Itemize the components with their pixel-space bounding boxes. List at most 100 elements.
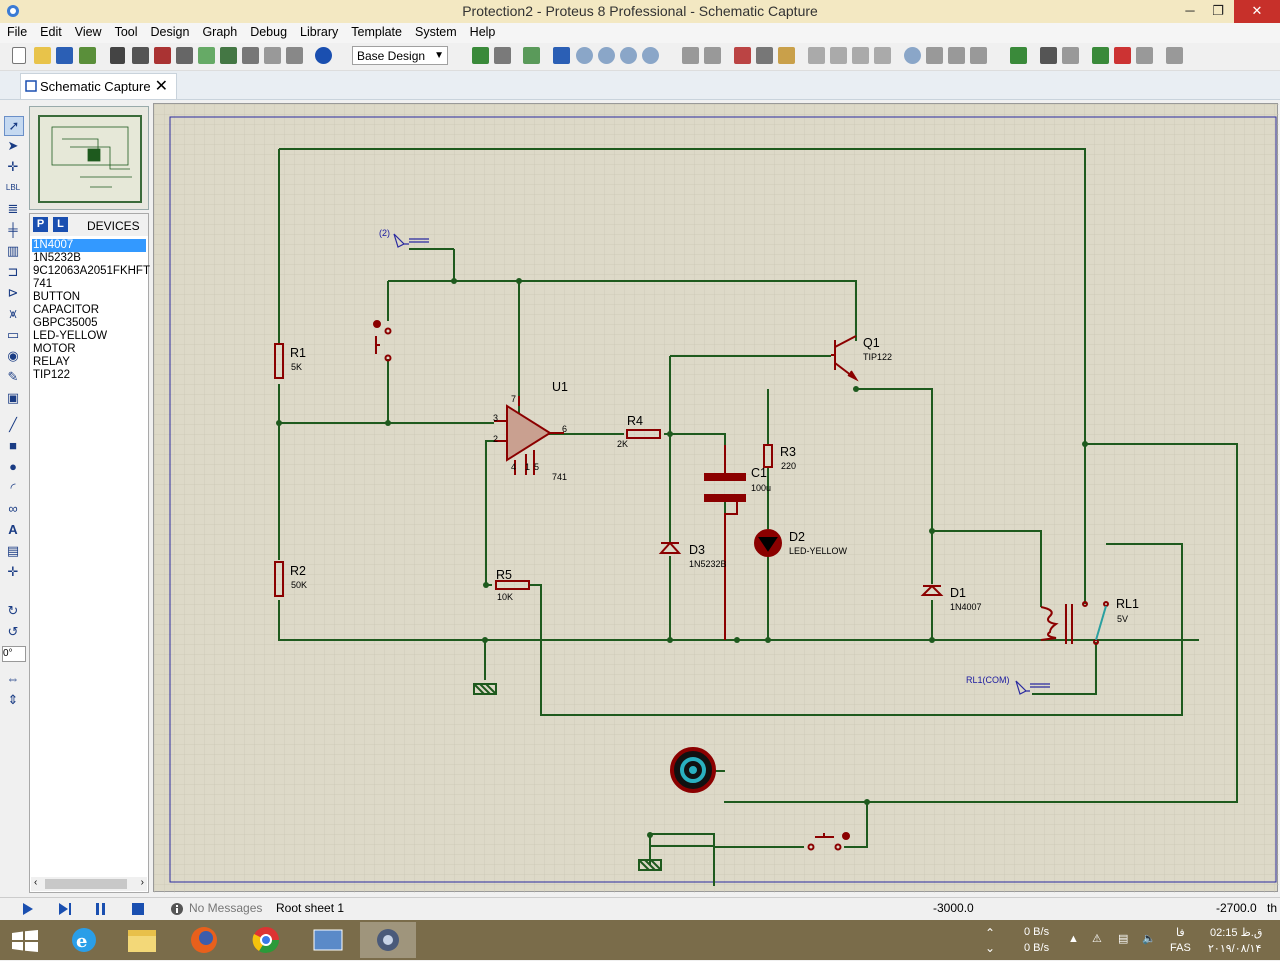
resistor-r4[interactable] bbox=[626, 429, 661, 439]
stop-icon[interactable] bbox=[131, 902, 145, 916]
device-item[interactable]: GBPC35005 bbox=[33, 317, 98, 329]
pushbutton-bottom[interactable] bbox=[807, 832, 850, 851]
scroll-right-icon[interactable]: › bbox=[140, 877, 144, 888]
tape-recorder-icon[interactable]: ▭ bbox=[6, 327, 20, 342]
resistor-r1[interactable] bbox=[274, 343, 284, 379]
property-assignment-icon[interactable] bbox=[1062, 47, 1079, 64]
network-warning-icon[interactable]: ⚠ bbox=[1092, 933, 1102, 945]
text-script-icon[interactable]: ≣ bbox=[7, 201, 19, 216]
clock-time[interactable]: 02:15 ق.ظ bbox=[1210, 927, 1263, 939]
schematic-canvas[interactable]: R1 5K R2 50K U1 741 7 3 2 6 4 1 5 R4 2K … bbox=[153, 103, 1279, 893]
arc-icon[interactable]: ◜ bbox=[10, 480, 16, 495]
taskbar-chrome[interactable] bbox=[238, 922, 294, 958]
junction-dot-icon[interactable]: ✛ bbox=[7, 159, 19, 174]
menu-graph[interactable]: Graph bbox=[202, 25, 238, 39]
resistor-r2[interactable] bbox=[274, 561, 284, 597]
zoom-out-icon[interactable] bbox=[598, 47, 615, 64]
text-icon[interactable]: A bbox=[8, 522, 18, 537]
device-item[interactable]: LED-YELLOW bbox=[33, 330, 108, 342]
open-folder-icon[interactable] bbox=[34, 47, 51, 64]
menu-design[interactable]: Design bbox=[150, 25, 190, 39]
block-move-icon[interactable] bbox=[830, 47, 847, 64]
menu-template[interactable]: Template bbox=[351, 25, 402, 39]
terminals-icon[interactable]: ⊐ bbox=[7, 264, 19, 279]
chevron-down-icon[interactable]: ⌄ bbox=[985, 941, 996, 955]
help-icon[interactable] bbox=[315, 47, 332, 64]
pan-icon[interactable] bbox=[553, 47, 570, 64]
minimize-button[interactable]: ─ bbox=[1185, 3, 1195, 18]
zoom-in-icon[interactable] bbox=[576, 47, 593, 64]
probe-icon[interactable]: ✎ bbox=[7, 369, 19, 384]
menu-help[interactable]: Help bbox=[469, 25, 496, 39]
taskbar-internet-explorer[interactable]: e bbox=[56, 922, 112, 958]
menu-debug[interactable]: Debug bbox=[250, 25, 288, 39]
3d-icon[interactable] bbox=[176, 47, 193, 64]
led-d2[interactable] bbox=[754, 529, 782, 557]
origin-icon[interactable] bbox=[523, 47, 540, 64]
mirror-vertical-icon[interactable]: ⇕ bbox=[7, 692, 19, 707]
taskbar-proteus[interactable] bbox=[360, 922, 416, 958]
home-icon[interactable] bbox=[110, 47, 125, 64]
device-item[interactable]: 9C12063A2051FKHFT bbox=[33, 265, 150, 277]
language-fa[interactable]: فا bbox=[1176, 927, 1185, 939]
device-item[interactable]: BUTTON bbox=[33, 291, 81, 303]
overview-window[interactable] bbox=[29, 106, 149, 210]
device-item[interactable]: MOTOR bbox=[33, 343, 76, 355]
rotate-clockwise-icon[interactable]: ↻ bbox=[7, 603, 19, 618]
remove-sheet-icon[interactable] bbox=[1114, 47, 1131, 64]
undo-icon[interactable] bbox=[682, 47, 699, 64]
opamp-u1[interactable] bbox=[494, 396, 564, 475]
clock-date[interactable]: ۲۰۱۹/۰۸/۱۴ bbox=[1208, 943, 1262, 955]
design-explorer-icon[interactable] bbox=[242, 47, 259, 64]
resistor-r3[interactable] bbox=[763, 444, 773, 468]
diode-d1[interactable] bbox=[920, 584, 944, 596]
taskbar-image-viewer[interactable] bbox=[300, 922, 356, 958]
device-pins-icon[interactable]: ⊳ bbox=[7, 285, 19, 300]
symbol-icon[interactable]: ▤ bbox=[6, 543, 20, 558]
pick-device-icon[interactable] bbox=[904, 47, 921, 64]
resistor-r5[interactable] bbox=[495, 580, 530, 590]
exit-to-parent-icon[interactable] bbox=[1136, 47, 1153, 64]
search-icon[interactable] bbox=[1040, 47, 1057, 64]
overview-viewport[interactable] bbox=[38, 115, 142, 203]
subcircuit-icon[interactable]: ▥ bbox=[6, 243, 20, 258]
paste-icon[interactable] bbox=[778, 47, 795, 64]
redo-icon[interactable] bbox=[704, 47, 721, 64]
block-copy-icon[interactable] bbox=[808, 47, 825, 64]
menu-edit[interactable]: Edit bbox=[40, 25, 62, 39]
device-item[interactable]: 1N4007 bbox=[32, 239, 146, 252]
play-icon[interactable] bbox=[22, 902, 34, 916]
bus-icon[interactable]: ╪ bbox=[8, 222, 18, 237]
maximize-button[interactable]: ❐ bbox=[1212, 3, 1224, 18]
pause-icon[interactable] bbox=[95, 902, 107, 916]
virtual-instruments-icon[interactable]: ▣ bbox=[6, 390, 20, 405]
new-file-icon[interactable] bbox=[12, 47, 26, 64]
zoom-area-icon[interactable] bbox=[642, 47, 659, 64]
network-icon[interactable]: ▤ bbox=[1118, 933, 1129, 945]
menu-tool[interactable]: Tool bbox=[114, 25, 138, 39]
gerber-icon[interactable] bbox=[198, 47, 215, 64]
netlist-icon[interactable] bbox=[1166, 47, 1183, 64]
taskbar-file-explorer[interactable] bbox=[114, 922, 170, 958]
source-code-icon[interactable] bbox=[264, 47, 281, 64]
menu-system[interactable]: System bbox=[414, 25, 457, 39]
import-icon[interactable] bbox=[79, 47, 96, 64]
schematic-icon[interactable] bbox=[132, 47, 149, 64]
device-list-scrollbar[interactable]: ‹ › bbox=[31, 877, 147, 891]
scrollbar-thumb[interactable] bbox=[45, 879, 127, 889]
generator-icon[interactable]: ◉ bbox=[7, 348, 19, 363]
circle-icon[interactable]: ● bbox=[9, 459, 17, 474]
marker-icon[interactable]: ✛ bbox=[7, 564, 19, 579]
pick-devices-button[interactable]: P bbox=[33, 217, 48, 232]
motor[interactable] bbox=[670, 747, 716, 793]
block-rotate-icon[interactable] bbox=[852, 47, 869, 64]
menu-library[interactable]: Library bbox=[300, 25, 339, 39]
library-manager-button[interactable]: L bbox=[53, 217, 68, 232]
language-indicator[interactable]: FAS bbox=[1170, 942, 1191, 954]
volume-icon[interactable]: 🔈 bbox=[1142, 933, 1156, 945]
scroll-left-icon[interactable]: ‹ bbox=[34, 877, 38, 888]
refresh-icon[interactable] bbox=[472, 47, 489, 64]
box-icon[interactable]: ■ bbox=[9, 438, 17, 453]
graph-icon[interactable]: ⩙ bbox=[9, 306, 17, 321]
selection-mode-icon[interactable]: ➚ bbox=[4, 116, 24, 136]
